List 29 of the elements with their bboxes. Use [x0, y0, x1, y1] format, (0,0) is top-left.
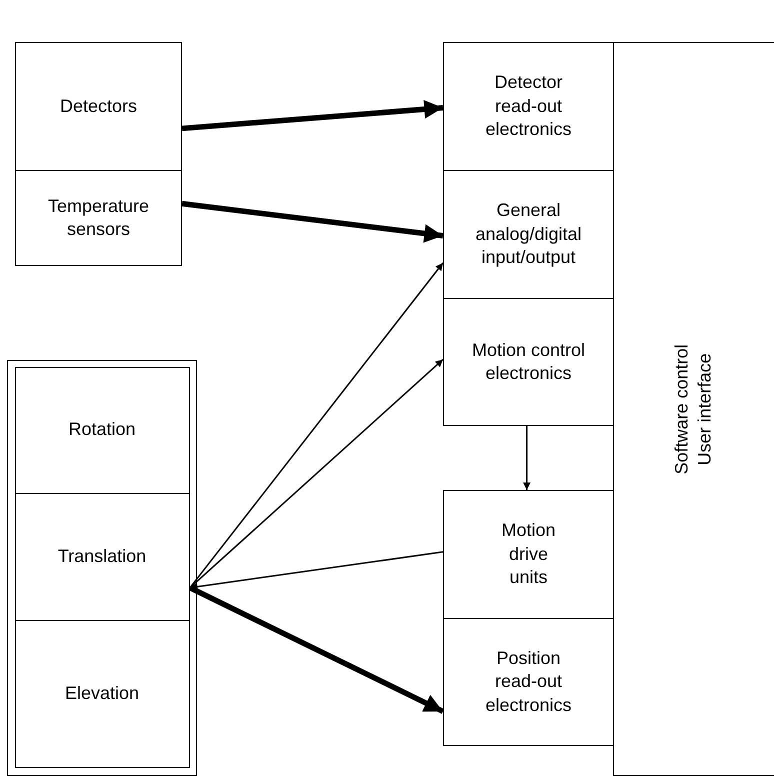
node-label: Software control [671, 342, 694, 476]
system-panel [613, 42, 774, 776]
process-box [14, 366, 190, 494]
node-label: Temperature sensors [46, 194, 150, 241]
node-label: Translation [56, 544, 148, 568]
node-label: Position read-out electronics [484, 646, 573, 717]
node-label: Motion control electronics [470, 338, 586, 385]
process-box [443, 298, 614, 426]
node-label: Detector read-out electronics [484, 71, 573, 142]
process-box [15, 170, 182, 266]
node-label: Elevation [64, 682, 140, 705]
node-label: User interface [694, 352, 716, 468]
process-box [443, 490, 614, 619]
node-label: Motion drive units [500, 519, 557, 590]
process-box [443, 42, 614, 171]
process-box [14, 492, 190, 620]
node-label: Detectors [58, 94, 138, 118]
node-label: General analog/digital input/output [474, 199, 583, 270]
arrow [182, 200, 444, 243]
node-label: Rotation [67, 418, 137, 442]
group-frame [7, 360, 197, 776]
arrow [189, 262, 444, 588]
process-box [15, 42, 182, 171]
arrow [523, 426, 531, 490]
arrow [188, 585, 444, 714]
process-box [14, 620, 190, 768]
arrow [182, 100, 444, 132]
process-box [443, 618, 614, 746]
arrow [190, 358, 444, 588]
